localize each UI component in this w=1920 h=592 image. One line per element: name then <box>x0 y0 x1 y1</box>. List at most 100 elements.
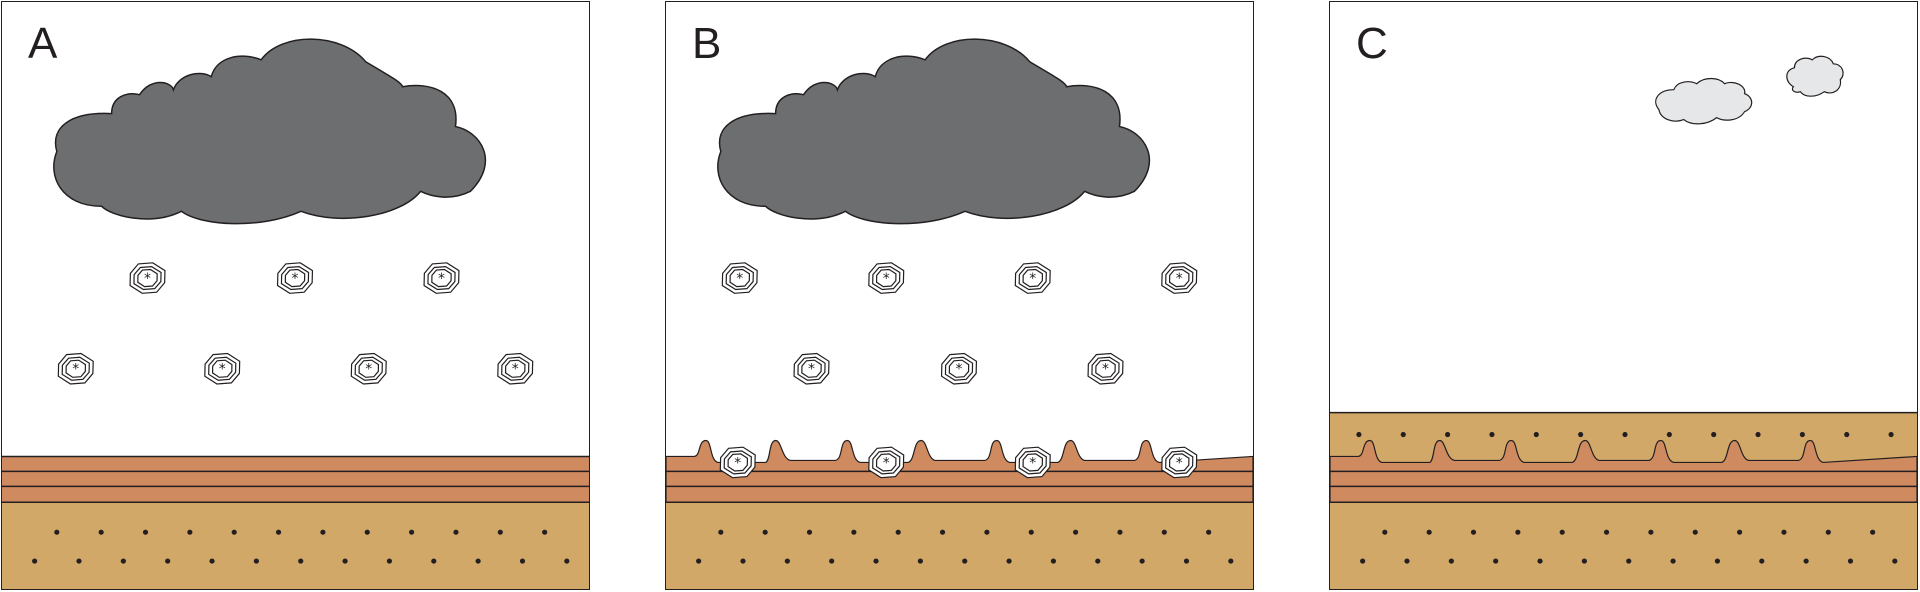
sand-dot <box>806 529 813 535</box>
sand-dot <box>1781 529 1787 535</box>
sand-dot <box>696 558 702 564</box>
sand-dot <box>1360 558 1366 564</box>
sand-dot <box>1489 431 1495 438</box>
panel-a: *** **** A <box>1 1 590 590</box>
svg-text:*: * <box>72 362 79 378</box>
sand-dot <box>298 558 304 564</box>
sand-dot <box>1799 431 1805 438</box>
panel-a-drawing: *** **** <box>2 38 589 589</box>
sand-dot <box>1847 558 1854 564</box>
sand-dot <box>1692 529 1698 535</box>
hailstone-icon: * <box>868 446 905 479</box>
hailstone-row-lower: *** <box>793 352 1124 385</box>
svg-text:*: * <box>1176 271 1183 287</box>
storm-cloud-icon <box>53 38 487 225</box>
sand-dot <box>453 529 459 535</box>
svg-text:*: * <box>512 362 519 378</box>
sand-dot <box>165 558 171 564</box>
sand-dot <box>740 558 746 564</box>
hailstone-icon: * <box>868 262 905 294</box>
svg-text:*: * <box>365 362 372 378</box>
sand-layer <box>666 502 1253 589</box>
svg-text:*: * <box>883 271 890 287</box>
hailstone-icon: * <box>1087 352 1124 385</box>
sand-dot <box>1844 431 1850 438</box>
hailstone-icon: * <box>1014 446 1051 479</box>
sand-dot <box>1206 529 1212 535</box>
sand-dot <box>1382 529 1388 535</box>
sand-dot <box>1139 558 1145 564</box>
panel-c: C <box>1329 1 1918 590</box>
panel-b-drawing: * * * * * * * * * * * <box>666 38 1253 589</box>
sand-dot <box>231 529 237 535</box>
sand-dot <box>1400 431 1406 438</box>
sand-dot <box>1073 529 1079 535</box>
sand-dots <box>1360 529 1898 564</box>
sand-dot <box>1117 529 1123 535</box>
storm-cloud-icon <box>717 38 1151 225</box>
svg-text:*: * <box>734 455 741 471</box>
ground-strata: * * * * <box>666 439 1253 589</box>
hailstone-icon: * <box>1161 446 1198 479</box>
hailstone-icon: * <box>423 262 460 294</box>
sand-dot <box>1578 431 1584 438</box>
sand-dot <box>1622 431 1628 438</box>
sand-dot <box>1759 558 1765 564</box>
sand-dot <box>895 529 901 535</box>
sand-dot <box>1755 431 1761 438</box>
sand-dot <box>475 558 481 564</box>
panel-label-b: B <box>692 19 722 68</box>
sand-dot <box>1714 558 1721 564</box>
sand-dot <box>1626 558 1632 564</box>
sand-dot <box>939 529 946 535</box>
sand-dot <box>386 558 393 564</box>
sand-dot <box>142 529 149 535</box>
sand-dot <box>1228 558 1234 564</box>
sand-dot <box>497 529 503 535</box>
hailstone-row-upper: **** <box>721 262 1198 294</box>
svg-text:*: * <box>1176 455 1183 471</box>
hailstone-icon: * <box>497 352 534 385</box>
sand-dot <box>1666 431 1672 438</box>
sand-dot <box>1803 558 1809 564</box>
panel-b: * * * * * * * * * * * B <box>665 1 1254 590</box>
sand-dot <box>32 558 38 564</box>
sand-dot <box>718 529 724 535</box>
sand-dot <box>829 558 835 564</box>
small-cloud-icon <box>1786 55 1844 97</box>
panel-c-drawing <box>1330 55 1917 589</box>
sand-dot <box>851 529 857 535</box>
sand-dots <box>32 529 570 564</box>
hailstone-icon: * <box>129 262 166 294</box>
svg-text:*: * <box>1029 455 1036 471</box>
sand-dot <box>1404 558 1410 564</box>
sand-dot <box>76 558 82 564</box>
sand-dot <box>1870 529 1876 535</box>
sand-dot <box>1493 558 1499 564</box>
hailstone-icon: * <box>204 352 241 385</box>
sand-dot <box>542 529 548 535</box>
sand-dot <box>409 529 415 535</box>
svg-text:*: * <box>144 271 151 287</box>
sand-dot <box>1581 558 1587 564</box>
ground-strata <box>2 455 589 589</box>
sand-dot <box>1559 529 1565 535</box>
svg-text:*: * <box>1102 362 1109 378</box>
sand-dot <box>1515 529 1521 535</box>
panel-label-c: C <box>1356 19 1388 68</box>
svg-text:*: * <box>1029 271 1036 287</box>
sand-dot <box>564 558 570 564</box>
sand-dot <box>275 529 282 535</box>
sand-dot <box>1711 431 1717 438</box>
sand-dot <box>1533 431 1539 438</box>
hailstone-icon: * <box>1014 262 1051 294</box>
sand-dots <box>696 529 1234 564</box>
hailstone-icon: * <box>719 446 756 479</box>
sand-dot <box>209 558 215 564</box>
hailstone-icon: * <box>1161 262 1198 294</box>
sand-dot <box>431 558 437 564</box>
ground-strata <box>1330 411 1917 589</box>
svg-text:*: * <box>808 362 815 378</box>
hailstone-icon: * <box>57 352 94 385</box>
sand-dot <box>1356 431 1362 438</box>
